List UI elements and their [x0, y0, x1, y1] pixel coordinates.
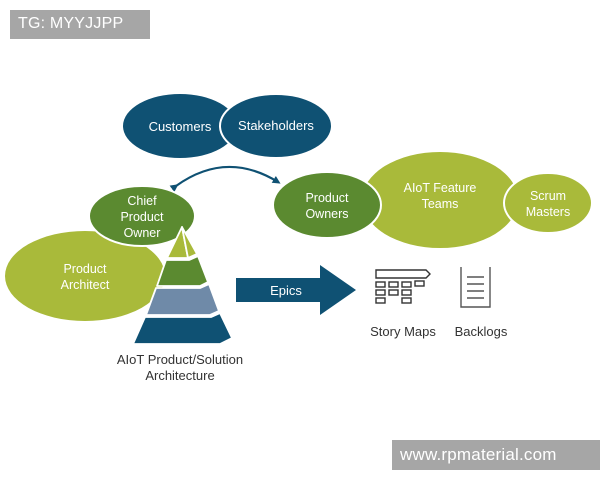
backlog-icon — [460, 267, 491, 308]
pyramid-caption-line1: AIoT Product/Solution — [116, 352, 244, 367]
story-maps-label: Story Maps — [370, 324, 436, 339]
stakeholders-ellipse — [219, 93, 333, 159]
pyramid-layer-3 — [145, 283, 220, 316]
product-owners-label: Product Owners — [287, 190, 367, 222]
product-architect-line1: Product — [63, 262, 107, 276]
aiot-feature-teams-line2: Teams — [421, 197, 459, 211]
story-map-icon — [375, 269, 431, 304]
product-architect-ellipse — [5, 231, 165, 321]
customers-ellipse — [123, 94, 237, 158]
scrum-masters-line1: Scrum — [529, 189, 567, 203]
pyramid-layer-4 — [132, 312, 233, 345]
watermark-bottom: www.rpmaterial.com — [392, 440, 600, 470]
backlogs-label: Backlogs — [454, 324, 508, 339]
product-architect-line2: Architect — [60, 278, 110, 292]
aiot-feature-teams-label: AIoT Feature Teams — [390, 180, 490, 212]
scrum-masters-line2: Masters — [525, 205, 571, 219]
product-owners-line1: Product — [305, 191, 349, 205]
product-owners-line2: Owners — [305, 207, 349, 221]
product-architect-label: Product Architect — [45, 261, 125, 293]
scrum-masters-ellipse — [503, 172, 593, 234]
scrum-masters-label: Scrum Masters — [513, 188, 583, 220]
customers-label: Customers — [148, 119, 212, 134]
chief-product-owner-line2: Product — [120, 210, 164, 224]
pyramid-caption: AIoT Product/Solution Architecture — [100, 352, 260, 384]
product-owners-ellipse — [272, 171, 382, 239]
chief-product-owner-line1: Chief — [127, 194, 157, 208]
bidirectional-arrow — [169, 165, 281, 193]
architecture-pyramid — [132, 226, 233, 345]
chief-product-owner-line3: Owner — [123, 226, 161, 240]
aiot-feature-teams-ellipse — [362, 152, 518, 248]
chief-product-owner-ellipse — [88, 185, 196, 247]
pyramid-layer-2 — [156, 255, 209, 287]
pyramid-caption-line2: Architecture — [145, 368, 215, 383]
stakeholders-label: Stakeholders — [238, 118, 314, 133]
aiot-feature-teams-line1: AIoT Feature — [403, 181, 477, 195]
epics-arrow — [236, 265, 356, 315]
watermark-top: TG: MYYJJPP — [10, 10, 150, 39]
pyramid-layer-1-side — [181, 226, 198, 259]
epics-label: Epics — [270, 283, 302, 298]
chief-product-owner-label: Chief Product Owner — [102, 193, 182, 241]
